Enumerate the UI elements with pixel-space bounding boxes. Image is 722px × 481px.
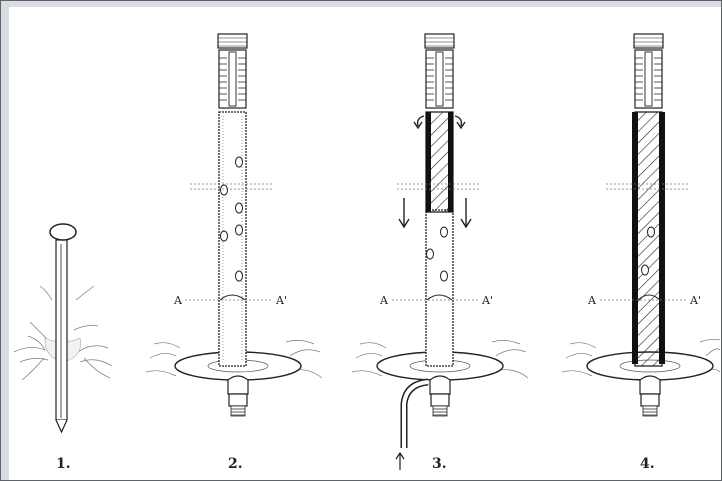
step-1-nail [13, 223, 113, 434]
nail-shaft [55, 239, 68, 421]
arrow-down-icon [398, 198, 410, 229]
hatch-fill [634, 111, 663, 367]
roots-icon [145, 340, 323, 379]
roots-icon [351, 340, 529, 379]
nut-icon [639, 375, 661, 417]
step-3-tube [351, 33, 529, 470]
nut-icon [429, 375, 451, 417]
step-4-tube [561, 33, 721, 417]
arrow-down-icon [460, 198, 472, 229]
roots-icon [13, 285, 113, 381]
arrow-up-icon [395, 451, 405, 470]
nail-head [49, 223, 77, 241]
roots-icon [561, 338, 721, 377]
threaded-cap-icon [633, 33, 664, 109]
section-label-a-prime: A' [481, 294, 493, 307]
step-2-label: 2. [228, 456, 243, 472]
figure-panel [9, 7, 721, 480]
tube-holes [220, 156, 243, 282]
section-label-a: A [587, 294, 597, 307]
threaded-cap-icon [217, 33, 248, 109]
step-4-label: 4. [640, 456, 655, 472]
nut-icon [227, 375, 249, 417]
section-label-a-prime: A' [689, 294, 701, 307]
section-label-a-prime: A' [275, 294, 287, 307]
threaded-cap-icon [424, 33, 455, 109]
step-1-label: 1. [56, 456, 71, 472]
section-label-a: A [379, 294, 389, 307]
section-label-a: A [173, 294, 183, 307]
step-3-label: 3. [432, 456, 447, 472]
step-2-tube [145, 33, 323, 417]
